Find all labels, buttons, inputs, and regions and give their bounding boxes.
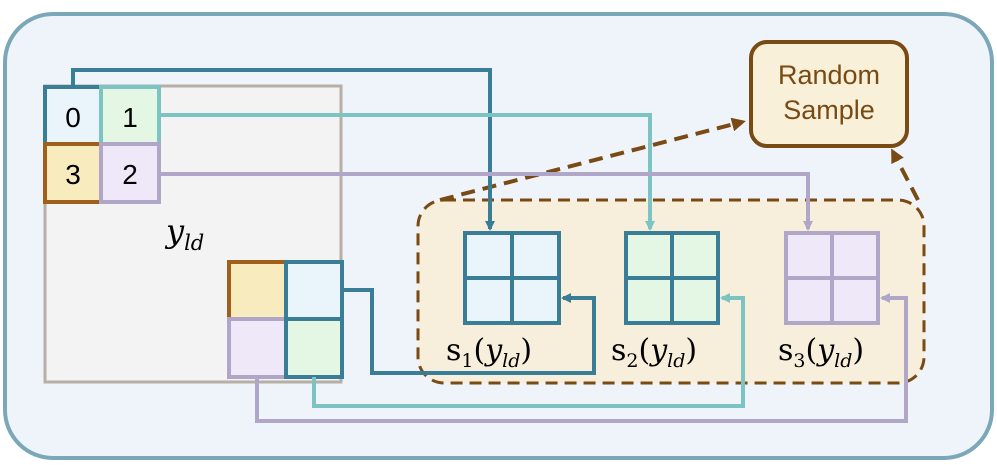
frame-cell-green bbox=[284, 317, 344, 379]
random-sample-line2: Sample bbox=[783, 95, 875, 125]
random-sample-line1: Random bbox=[778, 60, 880, 90]
route-frame-blue-to-s1 bbox=[342, 288, 596, 375]
frame-cell-purple bbox=[227, 317, 288, 379]
sample-grid-3 bbox=[784, 231, 880, 325]
sample-label-2: s2(yld) bbox=[611, 333, 697, 372]
sample-grid-2 bbox=[624, 231, 720, 325]
route-cell0-to-s1 bbox=[71, 68, 495, 231]
cell-0-label: 0 bbox=[65, 102, 81, 133]
route-frame-green-to-s2 bbox=[312, 293, 745, 408]
sample-grid-1 bbox=[463, 231, 561, 325]
route-frame-purple-to-s3 bbox=[255, 293, 908, 423]
y-ld-label: yld bbox=[164, 212, 204, 255]
cell-0 bbox=[43, 85, 103, 146]
cell-2 bbox=[99, 142, 161, 204]
cell-3-label: 3 bbox=[65, 159, 81, 190]
route-cell1-to-s2 bbox=[159, 113, 655, 231]
sample-arrow-right bbox=[891, 148, 920, 201]
frame-cell-blue bbox=[284, 260, 344, 321]
sample-label-1: s1(yld) bbox=[446, 333, 532, 372]
route-cell2-to-s3 bbox=[159, 172, 813, 231]
cell-3 bbox=[43, 142, 103, 204]
cell-2-label: 2 bbox=[122, 159, 138, 190]
cell-1-label: 1 bbox=[122, 102, 138, 133]
random-sample-box bbox=[749, 40, 909, 148]
frame-cell-yellow bbox=[227, 260, 288, 321]
sample-label-3: s3(yld) bbox=[778, 333, 864, 372]
